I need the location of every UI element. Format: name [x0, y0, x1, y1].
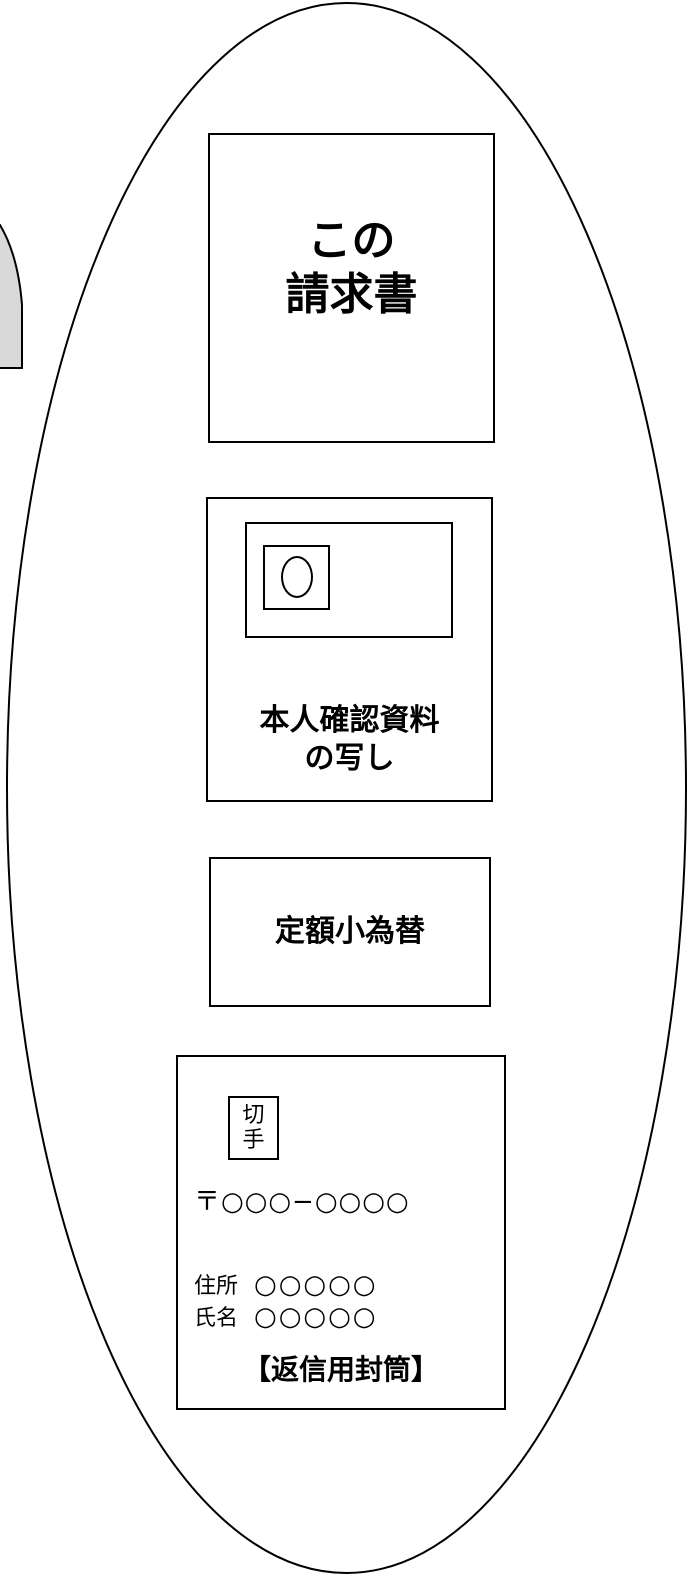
name-line: 氏名 ○○○○○ — [194, 1301, 377, 1335]
stamp-label: 切 手 — [242, 1103, 265, 1153]
request-form-label: この 請求書 — [285, 215, 418, 320]
grey-tab-shape — [0, 224, 23, 369]
name-label: 氏名 — [194, 1306, 239, 1331]
address-label: 住所 — [194, 1274, 239, 1299]
address-value: ○○○○○ — [254, 1270, 378, 1300]
face-oval-icon — [281, 556, 313, 598]
stamp-box — [228, 1096, 279, 1160]
enclosing-ellipse — [6, 2, 687, 1574]
money-order-label: 定額小為替 — [275, 914, 425, 949]
id-document-label: 本人確認資料 の写し — [259, 703, 440, 776]
money-order-box — [209, 857, 491, 1007]
request-form-box — [208, 133, 495, 443]
postal-code-text: 〒○○○−○○○○ — [194, 1187, 410, 1217]
name-value: ○○○○○ — [254, 1302, 378, 1332]
address-line: 住所 ○○○○○ — [194, 1269, 377, 1303]
return-envelope-caption: 【返信用封筒】 — [242, 1353, 439, 1386]
